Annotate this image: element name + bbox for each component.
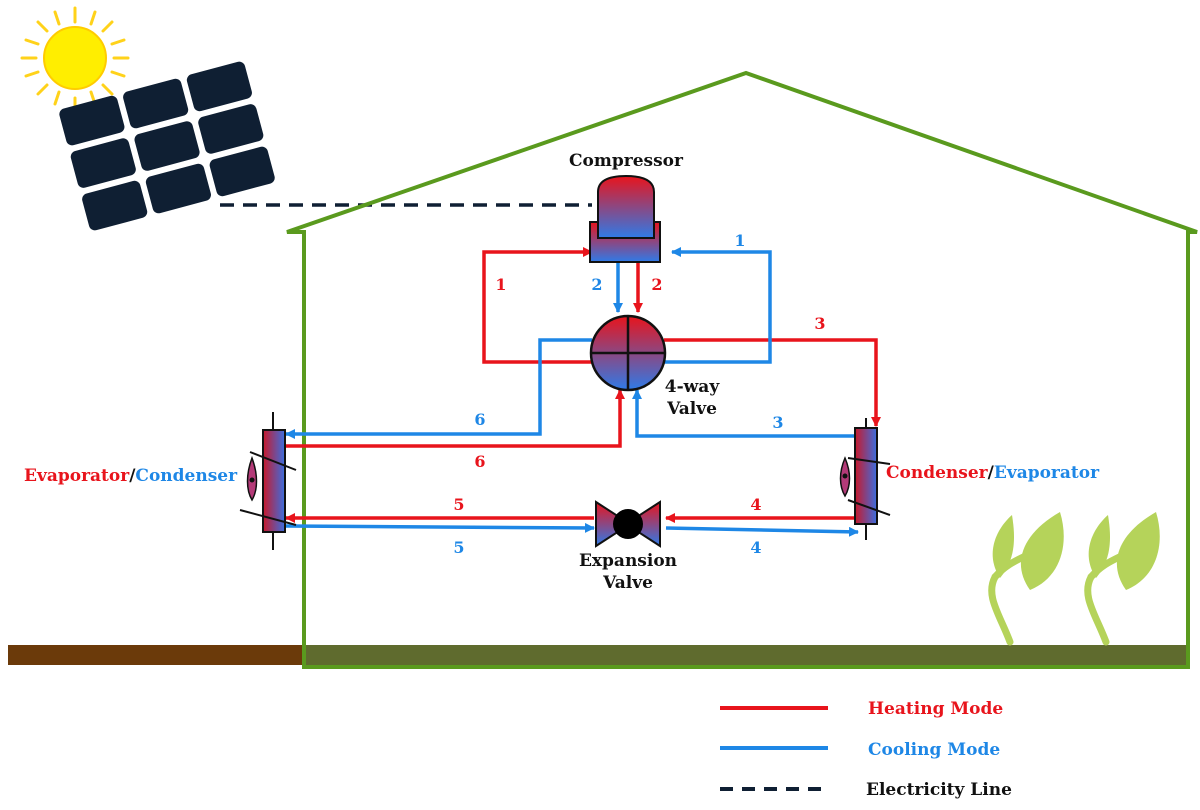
legend-electricity-label: Electricity Line — [866, 780, 1012, 800]
heating-flow-label-6: 6 — [474, 452, 485, 471]
left-heat-exchanger-icon — [239, 412, 297, 550]
heating-flow-label-2: 2 — [651, 275, 662, 294]
compressor-label: Compressor — [569, 151, 684, 171]
left-exchanger-separator: / — [129, 466, 136, 486]
four-way-valve-icon — [589, 314, 667, 392]
four-way-valve-label-line2: Valve — [666, 399, 717, 419]
ground — [8, 645, 308, 665]
left-exchanger-heating-role: Evaporator — [24, 466, 130, 486]
cooling-flow-label-5: 5 — [453, 538, 464, 557]
left-exchanger-cooling-role: Condenser — [135, 466, 238, 486]
cooling-flow-label-3: 3 — [772, 413, 783, 432]
cooling-flow-label-2: 2 — [591, 275, 602, 294]
right-heat-exchanger-icon — [839, 418, 891, 540]
expansion-valve-icon — [595, 500, 661, 548]
cooling-lines — [285, 247, 859, 537]
heating-flow-label-5: 5 — [453, 495, 464, 514]
right-exchanger-label: Condenser/Evaporator — [886, 463, 1100, 483]
heating-flow-label-3: 3 — [814, 314, 825, 333]
right-exchanger-cooling-role: Evaporator — [994, 463, 1100, 483]
plant-icon — [988, 512, 1160, 646]
compressor-icon — [589, 174, 661, 263]
legend-cooling-label: Cooling Mode — [868, 740, 1000, 760]
heating-flow-label-4: 4 — [750, 495, 761, 514]
cooling-flow-label-4: 4 — [750, 538, 761, 557]
cooling-flow-label-1: 1 — [734, 231, 745, 250]
solar-panel-icon — [59, 61, 275, 231]
cooling-flow-label-6: 6 — [474, 410, 485, 429]
heating-flow-label-1: 1 — [495, 275, 506, 294]
expansion-valve-label-line2: Valve — [602, 573, 653, 593]
house-outline — [286, 70, 1198, 669]
expansion-valve-label-line1: Expansion — [579, 551, 677, 571]
four-way-valve-label-line1: 4-way — [665, 377, 721, 397]
legend: Heating Mode Cooling Mode Electricity Li… — [720, 699, 1012, 800]
heating-lines — [285, 247, 881, 523]
right-exchanger-separator: / — [988, 463, 995, 483]
left-exchanger-label: Evaporator/Condenser — [24, 466, 238, 486]
right-exchanger-heating-role: Condenser — [886, 463, 989, 483]
house-floor — [304, 645, 1188, 665]
legend-heating-label: Heating Mode — [868, 699, 1003, 719]
